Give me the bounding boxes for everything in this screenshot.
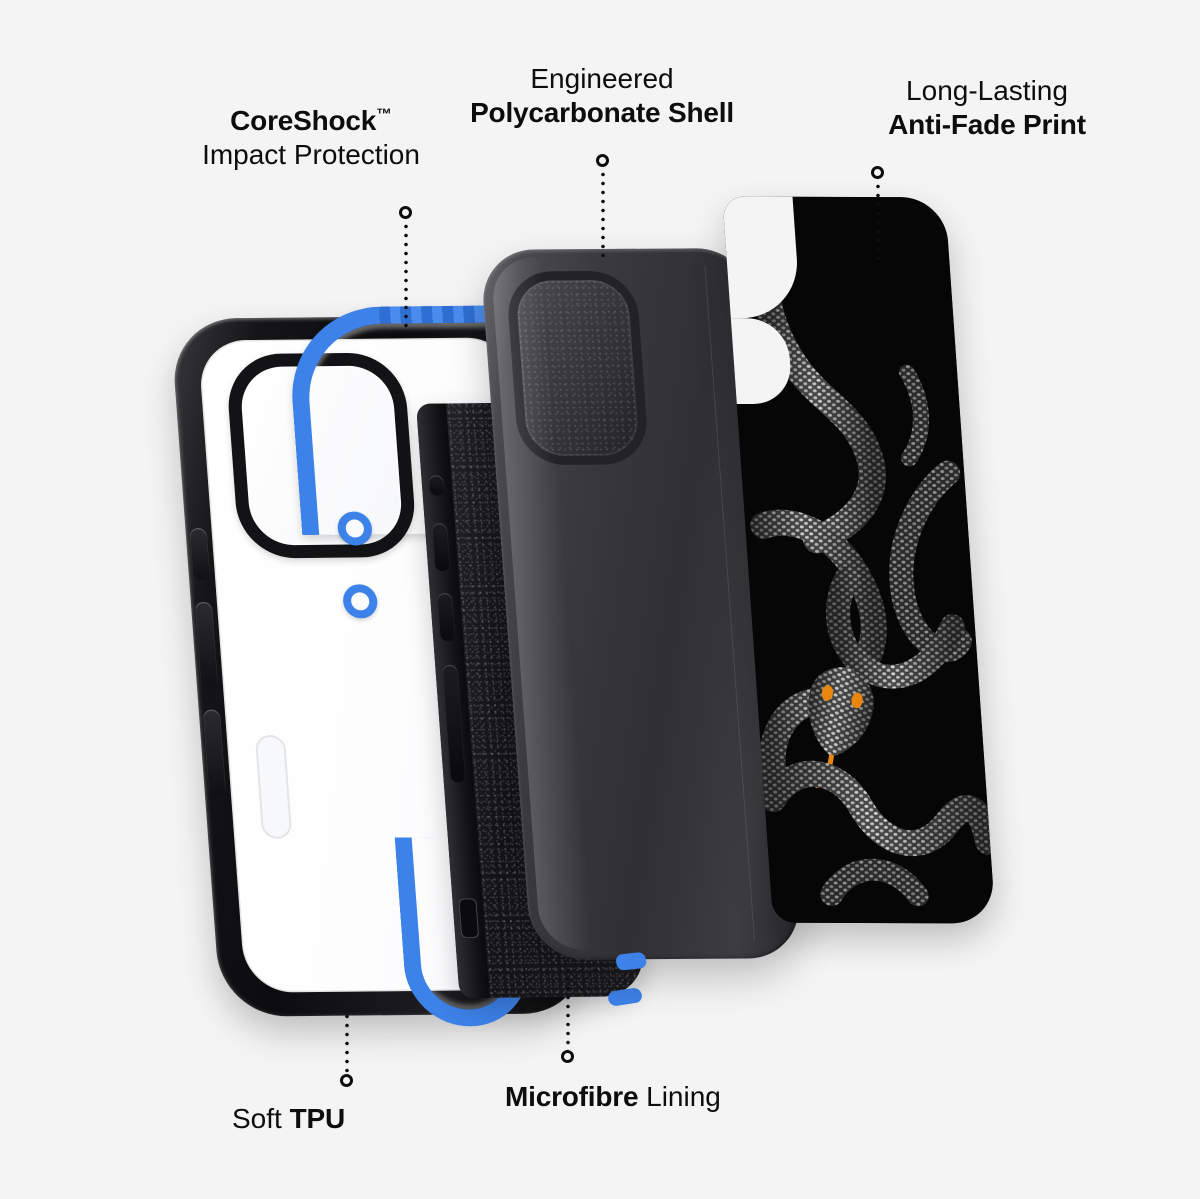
shell-camera-cutout [505, 270, 650, 466]
leader-dot-coreshock [399, 206, 412, 219]
callout-microfibre: Microfibre Lining [505, 1080, 721, 1114]
callout-engineered: Engineered [530, 63, 674, 94]
snake-lower [759, 760, 996, 907]
callout-polycarbonate: Engineered Polycarbonate Shell [432, 62, 772, 130]
leader-line-microfibre [566, 966, 570, 1050]
callout-anti-fade-print: Anti-Fade Print [888, 109, 1086, 141]
leader-line-tpu [345, 1012, 349, 1074]
callout-tpu-label: TPU [289, 1103, 346, 1134]
callout-polycarbonate-shell: Polycarbonate Shell [470, 97, 734, 129]
snake-right-coil [826, 460, 972, 689]
snake-tail-wisp [899, 364, 930, 467]
snake-eye-right [851, 692, 863, 709]
lining-port-cutout [458, 898, 480, 939]
callout-lining: Lining [638, 1081, 721, 1112]
snake-eye-left [821, 685, 834, 701]
callout-tpu-line: Soft TPU [232, 1102, 345, 1136]
callout-antifade: Long-Lasting Anti-Fade Print [848, 74, 1126, 142]
callout-microfibre-line: Microfibre Lining [505, 1080, 721, 1114]
callout-coreshock-sub: Impact Protection [202, 139, 420, 171]
leader-dot-antifade [871, 166, 884, 179]
anti-fade-print-layer [722, 196, 996, 924]
trademark-icon: ™ [376, 106, 392, 124]
callout-coreshock: CoreShock™ Impact Protection [188, 104, 434, 172]
shell-blue-tab [614, 951, 648, 971]
snake-head [808, 667, 874, 793]
snake-print-artwork [722, 196, 996, 924]
lining-slot-mute [428, 475, 445, 496]
callout-soft: Soft [232, 1103, 290, 1134]
callout-coreshock-name: CoreShock [230, 105, 377, 136]
lining-blue-tab [606, 987, 644, 1007]
callout-tpu: Soft TPU [232, 1102, 345, 1136]
leader-dot-tpu [340, 1074, 353, 1087]
leader-dot-polycarbonate [596, 154, 609, 167]
callout-coreshock-line1: CoreShock™ [188, 104, 434, 138]
leader-line-antifade [876, 182, 880, 264]
leader-line-coreshock [404, 222, 408, 332]
callout-long-lasting: Long-Lasting [906, 75, 1068, 106]
leader-line-polycarbonate [601, 170, 605, 258]
leader-dot-microfibre [561, 1050, 574, 1063]
callout-microfibre-label: Microfibre [505, 1081, 639, 1112]
